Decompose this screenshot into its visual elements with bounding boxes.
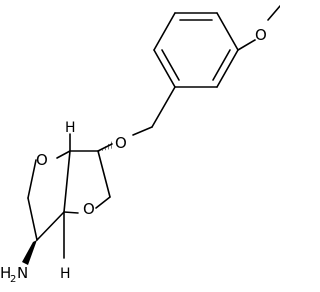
aryl-o-bond xyxy=(237,39,256,51)
ring-bond xyxy=(216,12,239,51)
ring-bond xyxy=(153,49,176,88)
benzyl-bond xyxy=(151,86,176,128)
amine-subscript-label: 2 xyxy=(10,274,16,285)
ring-bond xyxy=(63,211,79,214)
ring-oxygen-upper-label: O xyxy=(36,151,48,169)
ring-bond xyxy=(63,150,71,213)
wedge-bond xyxy=(22,240,37,265)
ring-bond xyxy=(27,159,37,199)
structure-canvas: O O O O H H H 2 N xyxy=(0,5,280,285)
amine-nitrogen-label: N xyxy=(17,264,28,282)
ring-bond xyxy=(216,49,239,88)
o-methyl-bond xyxy=(267,5,280,21)
ring-bond xyxy=(27,197,38,241)
hydrogen-upper-label: H xyxy=(65,120,76,136)
methoxy-oxygen-label: O xyxy=(255,26,267,44)
ring-bond xyxy=(36,211,65,241)
hashed-wedge-bond xyxy=(98,141,114,152)
ch2-o-bond xyxy=(132,126,153,136)
ring-bond xyxy=(97,150,111,198)
aromatic-double-bond xyxy=(161,49,180,81)
ring-bond xyxy=(95,196,111,209)
ring-oxygen-lower-label: O xyxy=(83,200,95,218)
ring-bond xyxy=(153,12,176,51)
molecule-drawing: O O O O H H H 2 N xyxy=(0,5,280,285)
ether-oxygen-label: O xyxy=(115,134,127,152)
ring-bond xyxy=(56,150,71,159)
amine-hydrogen-label: H xyxy=(0,264,11,282)
aromatic-double-bond xyxy=(212,49,231,81)
hydrogen-lower-label: H xyxy=(60,266,71,282)
